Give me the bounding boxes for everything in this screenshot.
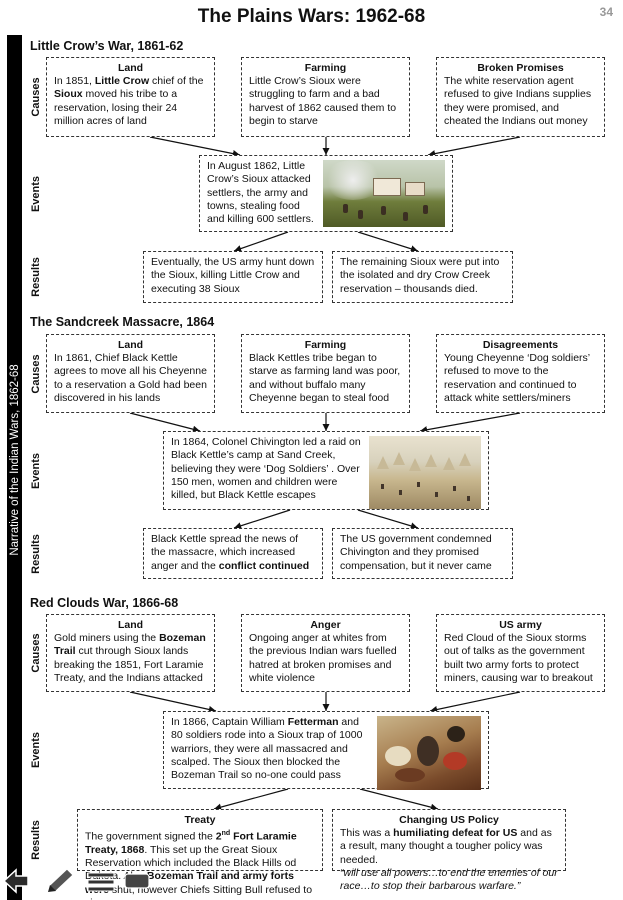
cause-text: Young Cheyenne ‘Dog soldiers’ refused to… xyxy=(444,352,590,404)
arrow xyxy=(427,136,521,158)
event-text: In 1864, Colonel Chivington led a raid o… xyxy=(171,436,361,502)
cause-text: The white reservation agent refused to g… xyxy=(444,75,592,127)
section-title: Little Crow’s War, 1861-62 xyxy=(30,39,184,53)
event-box: In 1864, Colonel Chivington led a raid o… xyxy=(163,431,489,510)
cause-box-land: Land In 1851, Little Crow chief of the S… xyxy=(46,57,215,137)
row-label-causes: Causes xyxy=(30,633,42,673)
cause-box-farming: Farming Black Kettles tribe began to sta… xyxy=(241,334,410,413)
result-box: The remaining Sioux were put into the is… xyxy=(332,251,513,303)
arrow xyxy=(429,691,521,714)
result-title: Changing US Policy xyxy=(399,814,499,826)
row-label-results: Results xyxy=(30,533,42,574)
side-bar: Narrative of the Indian Wars, 1862-68 xyxy=(7,35,22,900)
result-title: Treaty xyxy=(184,814,216,826)
cause-box-broken-promises: Broken Promises The white reservation ag… xyxy=(436,57,605,137)
result-quote: “will use all powers…to end the enemies … xyxy=(340,866,558,893)
event-box: In August 1862, Little Crow’s Sioux atta… xyxy=(199,155,453,232)
back-arrow-icon[interactable] xyxy=(0,866,32,896)
page-number: 34 xyxy=(599,5,613,19)
arrow xyxy=(419,412,521,434)
cause-box-anger: Anger Ongoing anger at whites from the p… xyxy=(241,614,410,692)
result-text: The US government condemned Chivington a… xyxy=(340,533,492,572)
cause-title: US army xyxy=(499,619,542,631)
event-box: In 1866, Captain William Fetterman and 8… xyxy=(163,711,489,790)
menu-icon[interactable] xyxy=(84,866,118,896)
cause-text: Black Kettles tribe began to starve as f… xyxy=(249,352,401,404)
cause-text: Ongoing anger at whites from the previou… xyxy=(249,632,397,684)
result-box-changing-policy: Changing US Policy This was a humiliatin… xyxy=(332,809,566,892)
cause-title: Farming xyxy=(304,62,347,74)
row-label-results: Results xyxy=(30,820,42,860)
result-text: The government signed the 2nd Fort Laram… xyxy=(85,830,313,900)
cause-text: Gold miners using the Bozeman Trail cut … xyxy=(54,632,206,684)
arrow xyxy=(213,788,289,811)
result-box-treaty: Treaty The government signed the 2nd For… xyxy=(77,809,323,900)
cause-title: Broken Promises xyxy=(477,62,564,74)
arrow xyxy=(129,691,217,713)
cause-title: Anger xyxy=(310,619,341,631)
result-box: Black Kettle spread the news of the mass… xyxy=(143,528,323,579)
result-box: The US government condemned Chivington a… xyxy=(332,528,513,579)
arrow xyxy=(129,412,201,433)
cause-box-us-army: US army Red Cloud of the Sioux storms ou… xyxy=(436,614,605,692)
result-text: This was a humiliating defeat for US and… xyxy=(340,827,552,866)
result-text: The remaining Sioux were put into the is… xyxy=(340,256,500,295)
cause-text: In 1861, Chief Black Kettle agrees to mo… xyxy=(54,352,207,404)
cause-text: Red Cloud of the Sioux storms out of tal… xyxy=(444,632,593,684)
cause-box-land: Land Gold miners using the Bozeman Trail… xyxy=(46,614,215,692)
pencil-icon[interactable] xyxy=(42,866,76,896)
page-title: The Plains Wars: 1962-68 xyxy=(197,6,426,27)
cause-title: Land xyxy=(117,62,144,74)
cause-title: Land xyxy=(117,619,144,631)
row-label-events: Events xyxy=(30,731,42,769)
event-text: In August 1862, Little Crow’s Sioux atta… xyxy=(207,160,314,226)
arrow xyxy=(357,231,419,253)
row-label-causes: Causes xyxy=(30,77,42,117)
section-title: The Sandcreek Massacre, 1864 xyxy=(30,315,215,329)
row-label-events: Events xyxy=(30,175,42,212)
section-title: Red Clouds War, 1866-68 xyxy=(30,596,179,610)
battle-painting-image xyxy=(323,160,445,227)
more-icon[interactable] xyxy=(122,866,152,896)
fetterman-fight-painting-image xyxy=(377,716,481,790)
result-box: Eventually, the US army hunt down the Si… xyxy=(143,251,323,303)
cause-title: Disagreements xyxy=(482,339,559,351)
cause-title: Farming xyxy=(304,339,347,351)
row-label-results: Results xyxy=(30,257,42,297)
cause-box-disagreements: Disagreements Young Cheyenne ‘Dog soldie… xyxy=(436,334,605,413)
cause-box-farming: Farming Little Crow’s Sioux were struggl… xyxy=(241,57,410,137)
massacre-painting-image xyxy=(369,436,481,509)
result-text: Black Kettle spread the news of the mass… xyxy=(151,533,310,572)
arrow xyxy=(357,509,419,530)
cause-text: In 1851, Little Crow chief of the Sioux … xyxy=(54,75,204,127)
arrow xyxy=(233,231,289,253)
event-text: In 1866, Captain William Fetterman and 8… xyxy=(171,716,363,782)
cause-text: Little Crow’s Sioux were struggling to f… xyxy=(249,75,397,127)
row-label-causes: Causes xyxy=(30,353,42,394)
arrow xyxy=(359,788,439,811)
row-label-events: Events xyxy=(30,452,42,489)
arrow xyxy=(233,509,291,530)
result-text: Eventually, the US army hunt down the Si… xyxy=(151,256,315,295)
cause-title: Land xyxy=(117,339,144,351)
arrow xyxy=(149,136,241,158)
cause-box-land: Land In 1861, Chief Black Kettle agrees … xyxy=(46,334,215,413)
side-bar-label: Narrative of the Indian Wars, 1862-68 xyxy=(8,364,21,556)
